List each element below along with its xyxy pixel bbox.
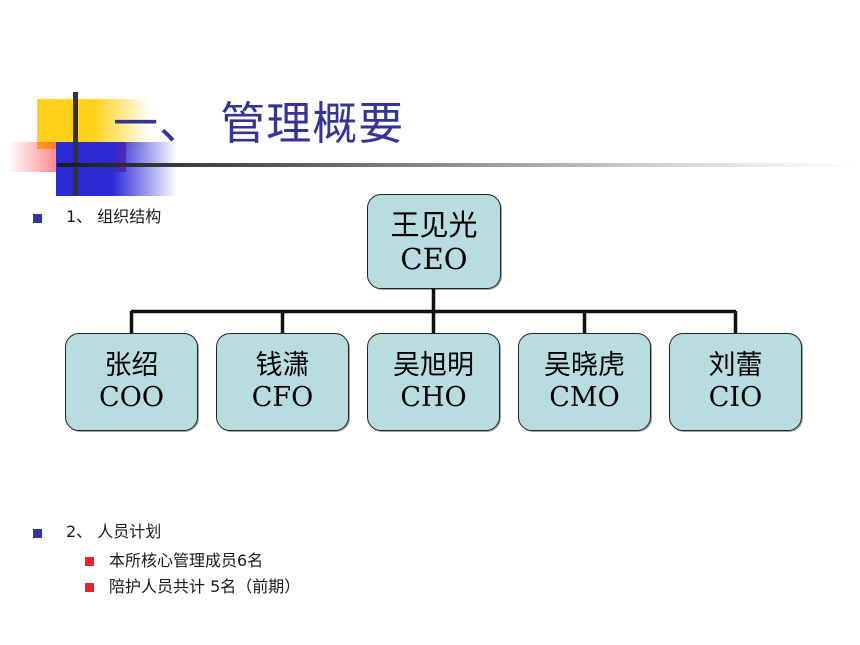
org-node-cio[interactable]: 刘蕾 CIO (669, 333, 802, 431)
bullet-label: 1、 组织结构 (66, 207, 162, 226)
org-node-role: COO (99, 382, 164, 413)
bullet-label: 2、 人员计划 (66, 522, 162, 541)
org-node-role: CMO (549, 382, 620, 413)
sub-bullet-core-members: 本所核心管理成员6名 (85, 551, 263, 571)
org-node-name: 吴旭明 (393, 350, 474, 381)
title-underline-rule (57, 163, 857, 167)
org-node-name: 刘蕾 (708, 350, 763, 381)
org-node-role: CHO (400, 382, 467, 413)
org-node-role: CFO (251, 382, 314, 413)
org-node-cho[interactable]: 吴旭明 CHO (367, 333, 500, 431)
org-node-role: CIO (708, 382, 763, 413)
bullet-item-org-structure: 1、 组织结构 (33, 206, 161, 228)
square-bullet-icon (33, 529, 42, 538)
org-node-role: CEO (400, 241, 468, 276)
sub-bullet-support-staff: 陪护人员共计 5名（前期） (85, 577, 300, 597)
org-node-name: 钱潇 (255, 350, 310, 381)
org-node-ceo[interactable]: 王见光 CEO (367, 194, 501, 289)
square-bullet-icon (85, 583, 94, 592)
org-node-name: 张绍 (104, 350, 159, 381)
org-node-cfo[interactable]: 钱潇 CFO (216, 333, 349, 431)
deco-vertical-bar (73, 92, 78, 196)
org-node-name: 吴晓虎 (544, 350, 625, 381)
org-node-name: 王见光 (390, 207, 478, 242)
deco-yellow-square (37, 99, 93, 149)
page-title: 一、 管理概要 (113, 97, 405, 150)
bullet-item-staff-plan: 2、 人员计划 (33, 521, 161, 543)
sub-bullet-label: 本所核心管理成员6名 (109, 551, 264, 570)
sub-bullet-label: 陪护人员共计 5名（前期） (109, 577, 301, 596)
deco-red-fade (8, 142, 93, 172)
deco-blue-square (56, 142, 112, 196)
square-bullet-icon (85, 557, 94, 566)
org-node-coo[interactable]: 张绍 COO (65, 333, 198, 431)
square-bullet-icon (33, 214, 42, 223)
org-node-cmo[interactable]: 吴晓虎 CMO (518, 333, 651, 431)
